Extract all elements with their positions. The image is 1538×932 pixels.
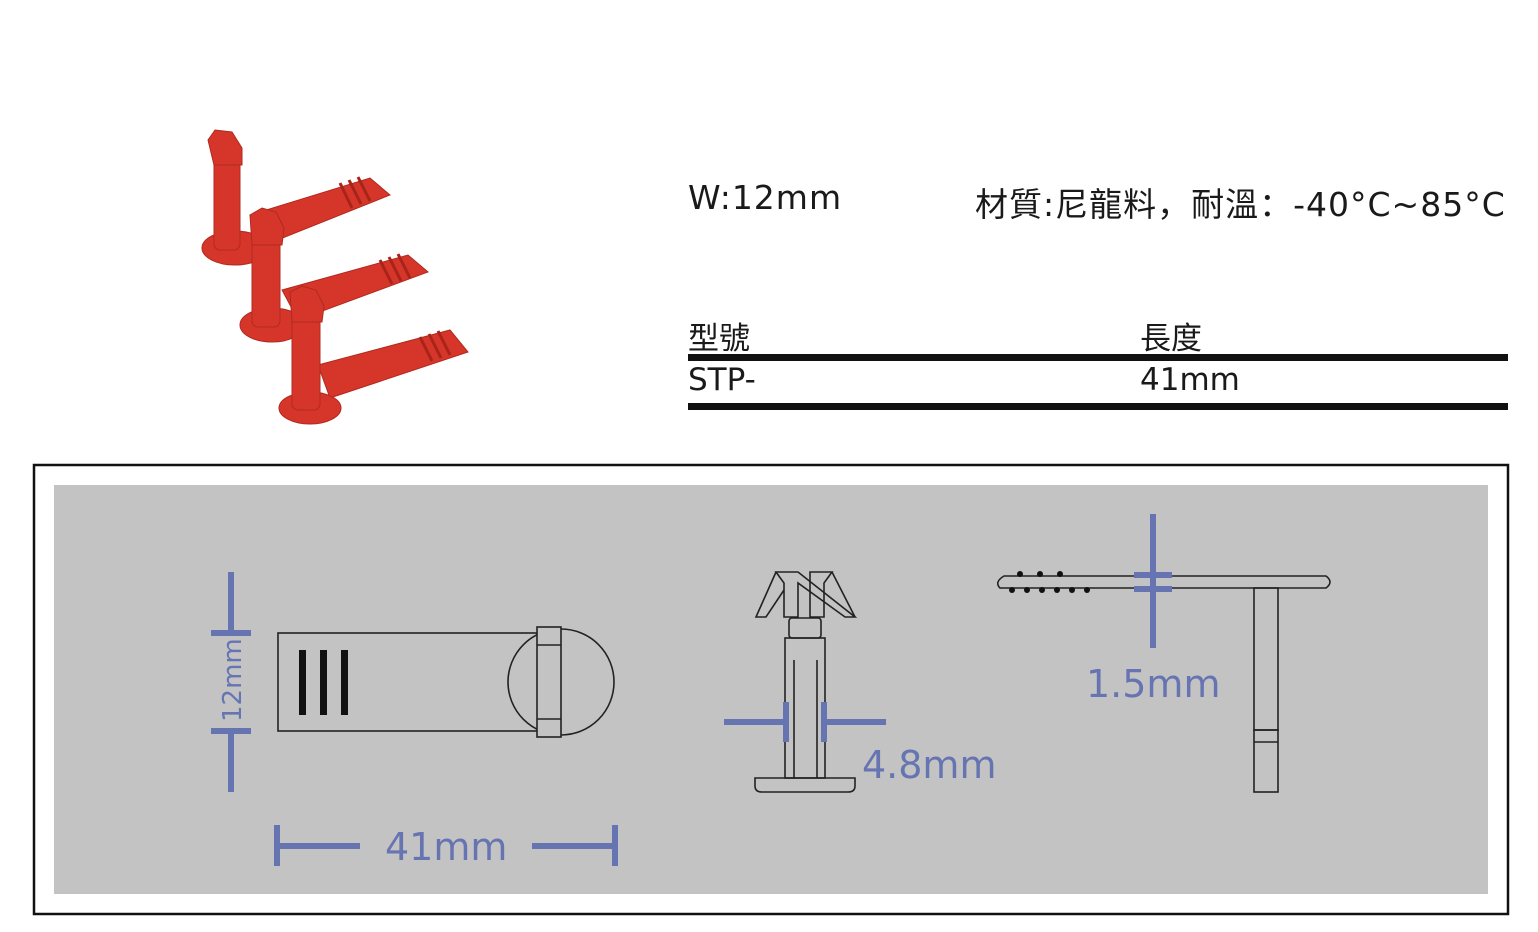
table-divider-bottom [688,403,1508,410]
product-clip-1 [201,129,391,266]
cell-model: STP- [688,362,756,398]
drawing-frame [32,463,1510,916]
dim-shaft-label: 4.8mm [862,743,996,787]
dim-length-marker [274,825,618,866]
dim-length-label: 41mm [385,825,507,869]
profile-bumps [1009,571,1090,593]
cell-length: 41mm [1140,362,1240,398]
product-clip-2 [239,207,429,343]
table-divider-top [688,354,1508,361]
profile-view [996,575,1331,793]
product-clip-3 [278,285,469,425]
header-model: 型號 [688,321,750,357]
side-view [754,571,858,793]
width-spec: W:12mm [688,178,843,217]
grip-lines [299,650,348,715]
dim-width-marker [211,572,251,792]
dim-shaft-marker [724,702,886,742]
dim-thickness-marker [1134,514,1172,648]
header-length: 長度 [1140,321,1202,357]
drawing-panel [54,485,1488,894]
dim-width-label: 12mm [218,638,248,722]
product-photo [201,129,469,425]
material-spec: 材質:尼龍料，耐溫：-40°C~85°C [975,185,1506,224]
top-view [277,626,615,738]
dim-thickness-label: 1.5mm [1086,662,1220,706]
